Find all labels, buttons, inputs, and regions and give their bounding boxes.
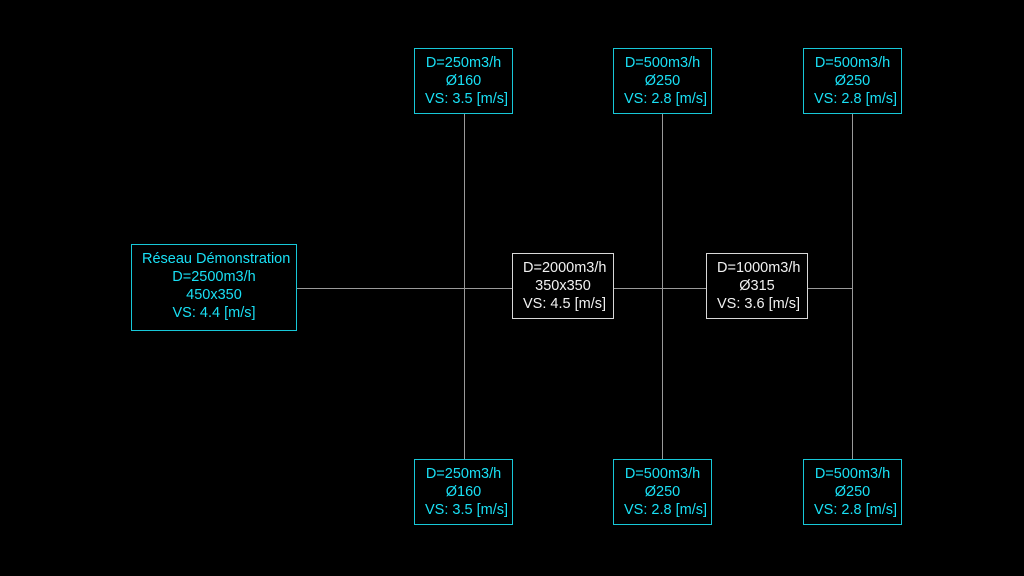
node-velocity: VS: 4.5 [m/s] — [523, 296, 606, 312]
node-flow: D=2500m3/h — [172, 269, 256, 285]
node-velocity: VS: 4.4 [m/s] — [172, 305, 256, 321]
node-size: Ø250 — [644, 484, 681, 500]
trunk-segment-1000-to-end — [808, 288, 853, 289]
riser-right-upper — [852, 114, 853, 288]
node-size: Ø315 — [739, 278, 775, 294]
node-velocity: VS: 3.5 [m/s] — [425, 91, 508, 107]
node-title: Réseau Démonstration — [142, 251, 291, 267]
riser-middle-lower — [662, 289, 663, 459]
node-size: Ø160 — [445, 484, 482, 500]
node-size: 450x350 — [186, 287, 242, 303]
riser-left-upper — [464, 114, 465, 288]
node-flow: D=250m3/h — [425, 466, 502, 482]
node-flow: D=500m3/h — [624, 55, 701, 71]
node-velocity: VS: 2.8 [m/s] — [624, 502, 707, 518]
riser-middle-upper — [662, 114, 663, 288]
node-flow: D=2000m3/h — [523, 260, 607, 276]
trunk-segment-source-to-2000 — [297, 288, 512, 289]
node-velocity: VS: 2.8 [m/s] — [814, 91, 897, 107]
node-size: 350x350 — [535, 278, 591, 294]
riser-right-lower — [852, 289, 853, 459]
trunk-segment-2000-to-1000 — [614, 288, 706, 289]
node-velocity: VS: 2.8 [m/s] — [814, 502, 897, 518]
riser-left-lower — [464, 289, 465, 459]
node-flow: D=1000m3/h — [717, 260, 801, 276]
node-velocity: VS: 3.5 [m/s] — [425, 502, 508, 518]
node-flow: D=250m3/h — [425, 55, 502, 71]
node-flow: D=500m3/h — [814, 55, 891, 71]
node-velocity: VS: 2.8 [m/s] — [624, 91, 707, 107]
node-size: Ø250 — [834, 73, 871, 89]
node-size: Ø250 — [834, 484, 871, 500]
node-velocity: VS: 3.6 [m/s] — [717, 296, 800, 312]
node-size: Ø160 — [445, 73, 482, 89]
node-flow: D=500m3/h — [814, 466, 891, 482]
node-flow: D=500m3/h — [624, 466, 701, 482]
node-size: Ø250 — [644, 73, 681, 89]
